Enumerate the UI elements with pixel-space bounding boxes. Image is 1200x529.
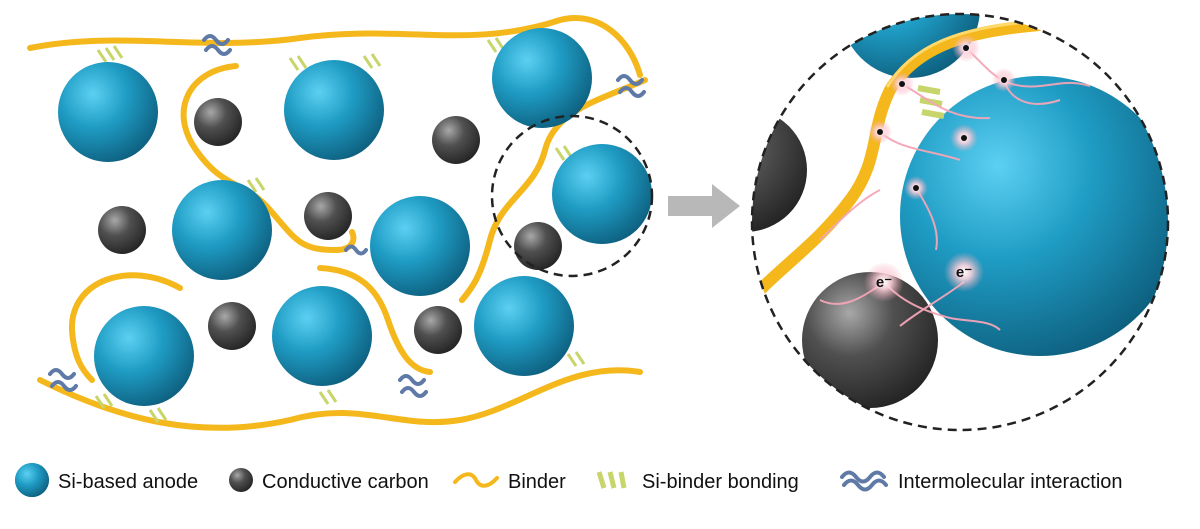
zoom-carbon-particle-left [752, 108, 807, 232]
bonding-mark [246, 177, 266, 193]
bonding-mark [362, 53, 382, 69]
interaction-coil [344, 244, 368, 256]
si-binder-bonding-marks [94, 37, 586, 423]
carbon-particle [414, 306, 462, 354]
carbon-particle [98, 206, 146, 254]
zoom-arrow-icon [668, 184, 740, 228]
carbon-particle [194, 98, 242, 146]
bonding-dashes-icon [594, 468, 634, 497]
si-particle [58, 62, 158, 162]
si-particles [58, 28, 652, 406]
intermolecular-interaction-marks [48, 34, 646, 398]
bonding-mark [148, 407, 168, 423]
bonding-mark [318, 389, 338, 405]
carbon-particle [304, 192, 352, 240]
legend-label: Si-binder bonding [642, 470, 799, 493]
si-particle [284, 60, 384, 160]
zoom-carbon-particle-bottom [802, 272, 938, 408]
si-particle [370, 196, 470, 296]
bonding-mark [94, 393, 114, 409]
legend-label: Intermolecular interaction [898, 470, 1123, 493]
legend-label: Conductive carbon [262, 470, 429, 493]
dark-sphere-icon [228, 467, 254, 498]
legend: Si-based anode Conductive carbon Binder … [0, 450, 1200, 520]
si-particle [94, 306, 194, 406]
blue-sphere-icon [14, 462, 50, 503]
carbon-particle [208, 302, 256, 350]
binder-chain-bottom [37, 367, 643, 431]
electron-label: e⁻ [876, 274, 892, 291]
binder-wave-icon [452, 470, 500, 495]
zoom-selection-circle [490, 114, 654, 278]
carbon-particle [514, 222, 562, 270]
legend-item-interaction: Intermolecular interaction [838, 460, 1123, 504]
legend-label: Binder [508, 470, 566, 493]
legend-item-bonding: Si-binder bonding [594, 460, 799, 504]
interaction-coil [48, 368, 78, 392]
legend-label: Si-based anode [58, 470, 199, 493]
si-particle [552, 144, 652, 244]
si-particle [272, 286, 372, 386]
legend-item-binder: Binder [452, 460, 566, 504]
binder-chain-bottom-left [68, 272, 183, 383]
carbon-particles [98, 98, 562, 354]
bonding-mark [566, 351, 586, 367]
binder-chain-top [27, 15, 643, 78]
interaction-coil [202, 34, 232, 56]
zoomed-interface-view: e⁻ e⁻ [750, 12, 1170, 432]
interaction-coil [398, 374, 428, 398]
carbon-particle [432, 116, 480, 164]
bonding-mark [96, 45, 124, 63]
si-particle [474, 276, 574, 376]
electron-markers: e⁻ e⁻ [864, 34, 1016, 302]
electrode-network [27, 15, 654, 431]
bonding-mark [288, 55, 308, 71]
si-particle [492, 28, 592, 128]
electron-label: e⁻ [956, 264, 972, 281]
legend-item-si-anode: Si-based anode [14, 460, 198, 504]
interaction-coil-icon [838, 468, 890, 497]
legend-item-carbon: Conductive carbon [228, 460, 429, 504]
interaction-coil [616, 74, 646, 98]
si-particle [172, 180, 272, 280]
zoom-view-border [750, 12, 1170, 432]
binder-chain-middle [317, 265, 433, 375]
binder-chain-overlay [459, 147, 548, 303]
